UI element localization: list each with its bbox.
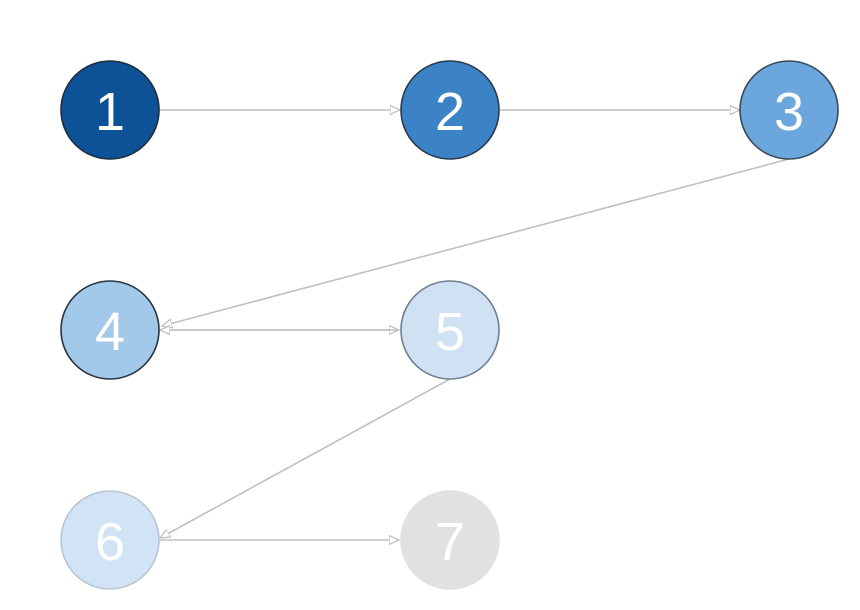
- node-7: 7: [400, 490, 500, 590]
- node-label: 5: [435, 302, 465, 362]
- node-6: 6: [60, 490, 160, 590]
- node-label: 1: [95, 82, 125, 142]
- node-label: 4: [95, 302, 125, 362]
- edge-3-to-4: [162, 158, 790, 326]
- node-label: 6: [95, 512, 125, 572]
- node-5: 5: [400, 280, 500, 380]
- node-circle: [739, 60, 839, 160]
- node-circle: [60, 490, 160, 590]
- edges-layer: [159, 110, 790, 540]
- nodes-layer: 1 2 3 4 5 6 7: [60, 60, 839, 590]
- node-circle: [400, 280, 500, 380]
- node-label: 3: [774, 82, 804, 142]
- node-4: 4: [60, 280, 160, 380]
- node-label: 7: [435, 512, 465, 572]
- node-3: 3: [739, 60, 839, 160]
- node-2: 2: [400, 60, 500, 160]
- node-circle: [400, 60, 500, 160]
- edge-5-to-6: [160, 378, 451, 538]
- node-1: 1: [60, 60, 160, 160]
- node-circle: [60, 60, 160, 160]
- node-circle: [400, 490, 500, 590]
- node-circle: [60, 280, 160, 380]
- node-label: 2: [435, 82, 465, 142]
